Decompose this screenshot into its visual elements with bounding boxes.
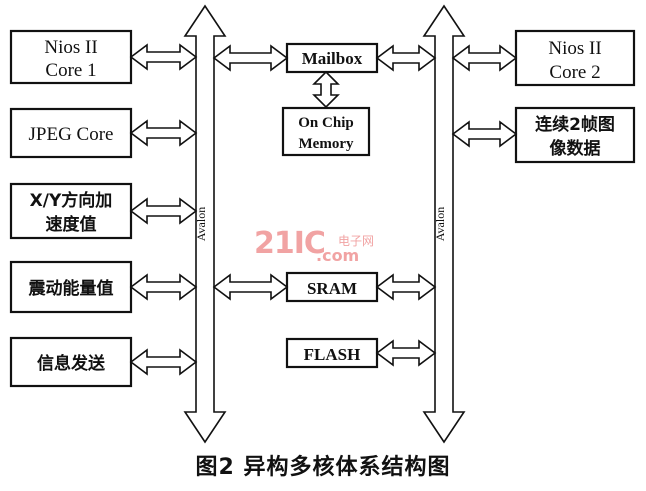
arrow-info-to-bus	[129, 348, 198, 376]
arrow-leftbus-mailbox	[212, 44, 289, 72]
vibration-energy-label: 震动能量值	[28, 278, 114, 299]
onchip-line2: Memory	[299, 136, 354, 152]
watermark-logo: 21IC 电子网 .com	[254, 226, 374, 265]
xy-accel-line2: 速度值	[46, 214, 97, 235]
nios-core1-line1: Nios II	[44, 37, 97, 58]
xy-accel-line1: X/Y方向加	[30, 190, 113, 211]
block-jpeg-core	[9, 107, 133, 159]
arrow-mailbox-onchip	[312, 70, 340, 109]
nios-core1-line2: Core 1	[45, 60, 96, 81]
block-onchip-memory	[281, 106, 371, 157]
avalon-label-left: Avalon	[194, 207, 208, 241]
nios-core2-line2: Core 2	[549, 62, 600, 83]
sram-label: SRAM	[307, 279, 357, 298]
watermark-domain: .com	[316, 246, 360, 265]
jpeg-core-label: JPEG Core	[29, 124, 114, 145]
info-send-label: 信息发送	[37, 353, 106, 374]
arrow-leftbus-sram	[212, 273, 289, 301]
arrow-vibration-to-bus	[129, 273, 198, 301]
flash-label: FLASH	[304, 345, 361, 364]
figure-caption: 图2 异构多核体系结构图	[195, 455, 451, 480]
block-vibration-energy	[9, 260, 133, 314]
avalon-bus-right	[422, 4, 466, 444]
frames-line2: 像数据	[550, 138, 601, 159]
arrow-rightbus-core2	[451, 44, 518, 72]
arrow-xy-to-bus	[129, 197, 198, 225]
mailbox-label: Mailbox	[302, 49, 363, 68]
block-info-send	[9, 336, 133, 388]
arrow-mailbox-rightbus	[375, 44, 437, 72]
watermark-cn: 电子网	[338, 234, 375, 248]
watermark-brand: 21IC	[254, 226, 326, 261]
avalon-label-right: Avalon	[433, 207, 447, 241]
arrow-core1-to-bus	[129, 43, 198, 71]
block-nios-core1	[9, 29, 133, 85]
nios-core2-line1: Nios II	[548, 38, 601, 59]
frames-line1: 连续2帧图	[535, 114, 615, 135]
block-consecutive-frames	[514, 106, 636, 164]
arrow-rightbus-frames	[451, 120, 518, 148]
arrow-flash-rightbus	[375, 339, 437, 367]
block-flash	[285, 337, 379, 369]
onchip-line1: On Chip	[298, 115, 353, 131]
arrow-jpeg-to-bus	[129, 119, 198, 147]
arrow-sram-rightbus	[375, 273, 437, 301]
avalon-bus-left	[183, 4, 227, 444]
